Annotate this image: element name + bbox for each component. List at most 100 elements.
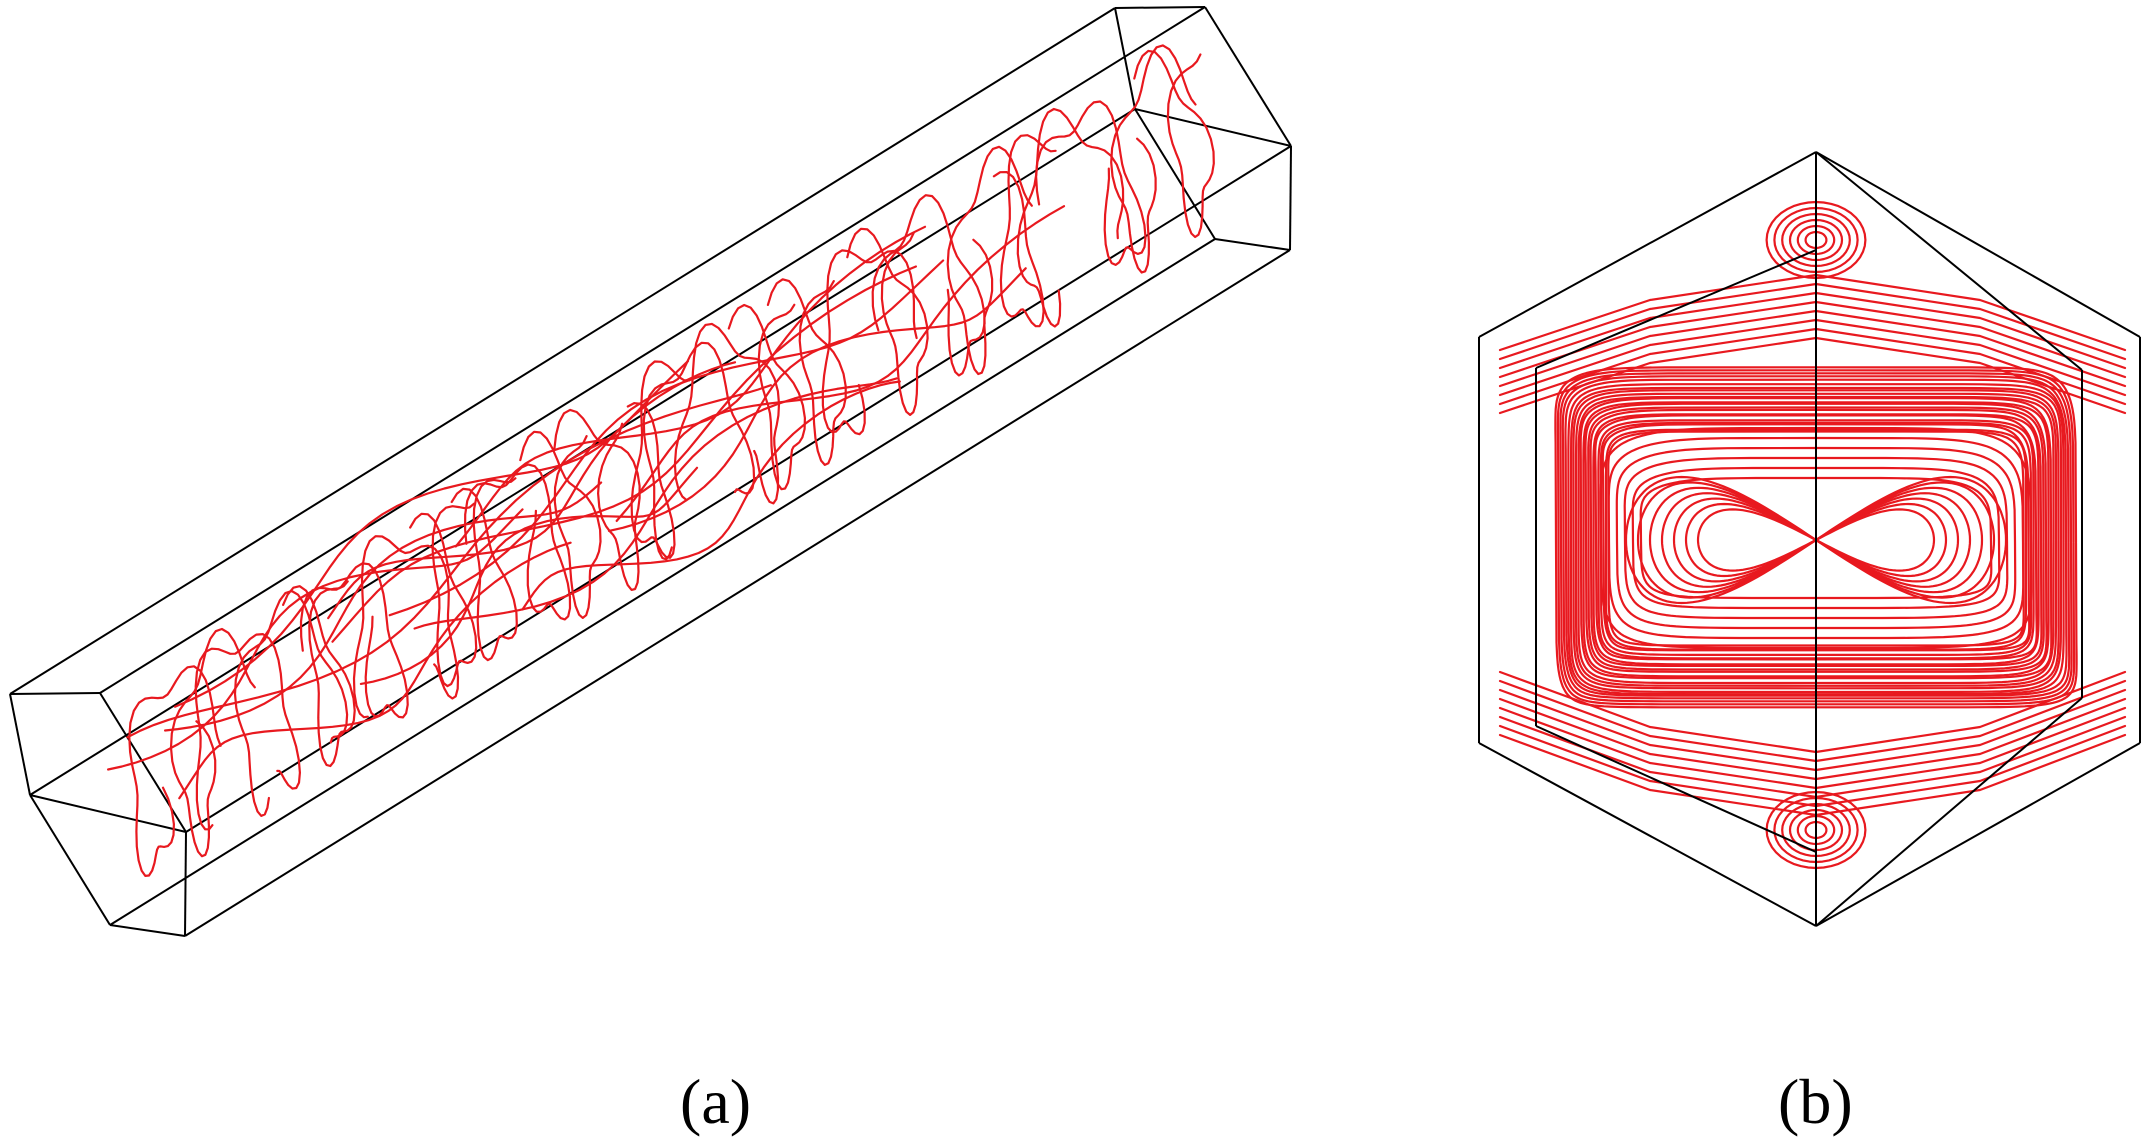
streamline: [1554, 366, 2078, 709]
streamline: [1133, 49, 1215, 239]
streamline: [626, 360, 691, 559]
streamline: [1569, 386, 2063, 694]
streamline: [846, 227, 929, 416]
streamline: [1597, 419, 2035, 660]
streamline: [169, 627, 256, 858]
streamline: [1579, 397, 2053, 680]
streamline: [194, 632, 301, 831]
far-face-edge: [1114, 6, 1206, 9]
streamline: [1607, 436, 2025, 640]
streamline: [1594, 414, 2038, 661]
panel-a-wireframe-edges: [9, 6, 1292, 937]
streamline: [164, 481, 603, 732]
vortex-streamline: [1788, 218, 1844, 262]
streamline: [615, 205, 1066, 523]
streamline: [299, 562, 409, 719]
streamline: [607, 267, 1027, 533]
streamline: [233, 589, 349, 818]
streamline: [871, 194, 986, 377]
streamline: [1599, 426, 2033, 650]
streamline: [126, 384, 773, 739]
vortex-streamline: [1804, 820, 1828, 840]
streamline: [282, 580, 356, 768]
streamline: [1498, 733, 2127, 817]
vortex-streamline: [1796, 814, 1836, 846]
vortex-streamline: [1804, 230, 1828, 250]
vortex-streamline: [1773, 206, 1859, 274]
near-face-edge: [29, 794, 111, 926]
panel-a-streamlines: [106, 44, 1215, 878]
panel-b-caption: (b): [1778, 1066, 1853, 1137]
interior-edge: [1815, 697, 2083, 927]
streamline: [1587, 406, 2045, 671]
longitudinal-edge: [99, 6, 1206, 694]
outer-hexagon-edge: [1478, 151, 1817, 338]
streamline: [821, 249, 918, 436]
streamline: [992, 134, 1057, 328]
streamline: [1572, 389, 2060, 690]
streamline: [1498, 715, 2127, 799]
near-face-edge: [109, 924, 186, 937]
streamline: [128, 665, 222, 878]
far-face-edge: [1204, 6, 1292, 147]
streamline: [1592, 413, 2040, 666]
streamline: [553, 408, 641, 592]
streamline: [1601, 423, 2031, 652]
vortex-streamline: [1765, 200, 1867, 280]
panel-b-cross-section-view: [1478, 151, 2141, 927]
streamline: [1589, 408, 2043, 668]
streamline: [1577, 395, 2055, 685]
outer-hexagon-edge: [1815, 742, 2141, 927]
interior-edge: [1535, 725, 1817, 853]
streamline: [1559, 372, 2073, 703]
near-face-edge: [184, 831, 187, 937]
streamline: [1110, 44, 1197, 274]
longitudinal-edge: [9, 7, 1116, 695]
streamline: [327, 361, 737, 620]
vortex-streamline: [1796, 224, 1836, 256]
streamline: [727, 303, 807, 491]
streamline: [413, 377, 898, 630]
longitudinal-edge: [109, 238, 1216, 926]
outer-hexagon-edge: [1478, 742, 1817, 927]
streamline: [642, 341, 756, 561]
streamline: [1564, 378, 2068, 697]
far-face-edge: [1214, 238, 1291, 251]
streamline: [1631, 466, 2001, 610]
streamline: [359, 466, 699, 686]
far-face-edge: [1114, 7, 1136, 110]
panel-a-hexagonal-channel-3d: [9, 6, 1292, 937]
streamline: [1498, 706, 2127, 790]
streamline: [521, 380, 901, 611]
streamline: [1615, 446, 2017, 630]
streamline: [1574, 392, 2058, 687]
streamline: [766, 278, 847, 466]
panel-a-caption: (a): [680, 1066, 752, 1137]
interior-edge: [29, 794, 187, 833]
streamline: [1498, 724, 2127, 808]
streamline: [673, 322, 781, 505]
streamline: [1604, 428, 2028, 651]
longitudinal-edge: [184, 249, 1291, 937]
streamline: [106, 508, 524, 771]
streamline: [1498, 697, 2127, 781]
streamline: [388, 259, 945, 617]
interior-edge: [1815, 151, 2083, 371]
interior-edge: [1535, 249, 1817, 369]
near-face-edge: [9, 692, 101, 695]
vortex-streamline: [1781, 802, 1851, 858]
vortex-streamline: [1781, 212, 1851, 268]
streamline: [178, 541, 572, 800]
streamline: [519, 430, 602, 620]
streamline: [1582, 401, 2050, 678]
far-face-edge: [1289, 145, 1292, 251]
streamline: [1016, 107, 1125, 328]
panel-b-wireframe-edges: [1478, 151, 2141, 927]
near-face-edge: [9, 693, 31, 796]
panel-b-streamlines: [1498, 200, 2127, 870]
streamline: [1567, 383, 2065, 696]
outer-hexagon-edge: [1815, 151, 2141, 338]
streamline: [331, 265, 918, 643]
interior-edge: [1134, 108, 1292, 147]
